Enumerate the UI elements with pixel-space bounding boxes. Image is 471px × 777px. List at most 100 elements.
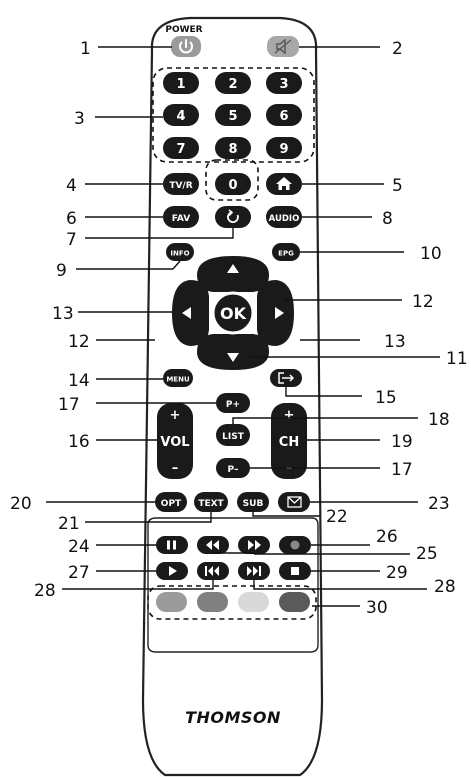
color-keys-outline bbox=[147, 585, 317, 620]
callout-13-left: 13 bbox=[52, 304, 74, 324]
menu-button[interactable] bbox=[163, 369, 193, 387]
callout-15: 15 bbox=[375, 388, 397, 408]
rewind-icon bbox=[206, 540, 219, 550]
recall-button[interactable] bbox=[215, 206, 251, 228]
callout-13-right: 13 bbox=[384, 332, 406, 352]
color-key-4[interactable] bbox=[279, 592, 310, 612]
digit-label: 4 bbox=[176, 109, 185, 124]
channel-plus-label: + bbox=[284, 408, 295, 423]
pause-button[interactable] bbox=[156, 536, 188, 554]
callout-3: 3 bbox=[74, 109, 85, 129]
channel-rocker[interactable] bbox=[271, 403, 307, 479]
fav-button[interactable] bbox=[163, 206, 199, 228]
callout-1: 1 bbox=[80, 39, 91, 59]
callout-28-right: 28 bbox=[434, 577, 456, 597]
digit-key-4[interactable] bbox=[163, 104, 199, 126]
digit-key-1[interactable] bbox=[163, 72, 199, 94]
audio-button[interactable] bbox=[266, 206, 302, 228]
tv-radio-label: TV/R bbox=[169, 181, 192, 191]
media-panel-outline bbox=[147, 517, 319, 653]
volume-minus-label: – bbox=[172, 461, 179, 476]
mail-icon bbox=[287, 496, 302, 508]
callout-17-bottom: 17 bbox=[391, 460, 413, 480]
fav-label: FAV bbox=[172, 214, 190, 224]
callout-10: 10 bbox=[420, 244, 442, 264]
volume-rocker[interactable] bbox=[157, 403, 193, 479]
callout-25: 25 bbox=[416, 544, 438, 564]
digit-label: 9 bbox=[279, 142, 288, 157]
callout-23: 23 bbox=[428, 494, 450, 514]
digit-label: 7 bbox=[176, 142, 185, 157]
list-button[interactable] bbox=[216, 424, 250, 446]
program-up-label: P+ bbox=[226, 400, 240, 410]
exit-icon bbox=[278, 372, 295, 384]
digit-key-9[interactable] bbox=[266, 137, 302, 159]
menu-label: MENU bbox=[166, 376, 190, 384]
power-label: POWER bbox=[165, 25, 202, 35]
digit-key-8[interactable] bbox=[215, 137, 251, 159]
callout-29: 29 bbox=[386, 563, 408, 583]
up-arrow-icon bbox=[227, 264, 239, 273]
callout-7: 7 bbox=[66, 230, 77, 250]
callout-8: 8 bbox=[382, 209, 393, 229]
option-label: OPT bbox=[161, 499, 182, 509]
number-keypad: 1 2 3 4 5 6 7 8 9 bbox=[163, 72, 302, 159]
color-key-3[interactable] bbox=[238, 592, 269, 612]
stop-icon bbox=[291, 567, 299, 575]
digit-key-5[interactable] bbox=[215, 104, 251, 126]
fast-forward-icon bbox=[248, 540, 261, 550]
left-arrow-icon bbox=[182, 307, 191, 319]
recall-icon bbox=[227, 209, 239, 223]
program-up-button[interactable] bbox=[216, 393, 250, 413]
callout-21: 21 bbox=[58, 514, 80, 534]
audio-label: AUDIO bbox=[269, 214, 300, 224]
epg-button[interactable] bbox=[272, 243, 300, 261]
callout-18: 18 bbox=[428, 410, 450, 430]
option-button[interactable] bbox=[155, 492, 187, 512]
digit-key-2[interactable] bbox=[215, 72, 251, 94]
subtitle-label: SUB bbox=[243, 499, 264, 509]
program-down-button[interactable] bbox=[216, 458, 250, 478]
digit-label: 6 bbox=[279, 109, 288, 124]
digit-label: 5 bbox=[228, 109, 237, 124]
channel-label: CH bbox=[279, 435, 299, 450]
info-button[interactable] bbox=[166, 243, 194, 261]
down-arrow-icon bbox=[227, 353, 239, 362]
right-arrow-icon bbox=[275, 307, 284, 319]
zero-key-outline bbox=[205, 159, 259, 201]
digit-key-7[interactable] bbox=[163, 137, 199, 159]
number-keypad-outline bbox=[152, 67, 315, 163]
program-down-label: P– bbox=[227, 465, 239, 475]
teletext-label: TEXT bbox=[198, 499, 224, 509]
nav-up-button[interactable] bbox=[197, 256, 269, 292]
list-label: LIST bbox=[222, 432, 245, 442]
power-icon bbox=[179, 39, 193, 54]
callout-4: 4 bbox=[66, 176, 77, 196]
volume-plus-label: + bbox=[170, 408, 181, 423]
color-key-1[interactable] bbox=[156, 592, 187, 612]
home-icon bbox=[276, 177, 292, 190]
callout-24: 24 bbox=[68, 537, 90, 557]
color-key-2[interactable] bbox=[197, 592, 228, 612]
brand-logo: THOMSON bbox=[185, 708, 281, 727]
subtitle-button[interactable] bbox=[237, 492, 269, 512]
callout-2: 2 bbox=[392, 39, 403, 59]
digit-key-6[interactable] bbox=[266, 104, 302, 126]
nav-down-button[interactable] bbox=[197, 334, 269, 370]
digit-key-0[interactable] bbox=[215, 173, 251, 195]
digit-key-3[interactable] bbox=[266, 72, 302, 94]
callout-22: 22 bbox=[326, 507, 348, 527]
teletext-button[interactable] bbox=[194, 492, 228, 512]
navigation-pad: OK bbox=[172, 256, 294, 370]
callout-6: 6 bbox=[66, 209, 77, 229]
digit-label: 3 bbox=[279, 77, 288, 92]
mute-icon bbox=[274, 38, 292, 55]
tv-radio-button[interactable] bbox=[163, 173, 199, 195]
ok-button[interactable] bbox=[211, 291, 255, 335]
next-icon bbox=[247, 566, 261, 576]
volume-label: VOL bbox=[160, 435, 189, 450]
epg-label: EPG bbox=[278, 250, 294, 258]
callout-27: 27 bbox=[68, 563, 90, 583]
callout-17-top: 17 bbox=[58, 395, 80, 415]
